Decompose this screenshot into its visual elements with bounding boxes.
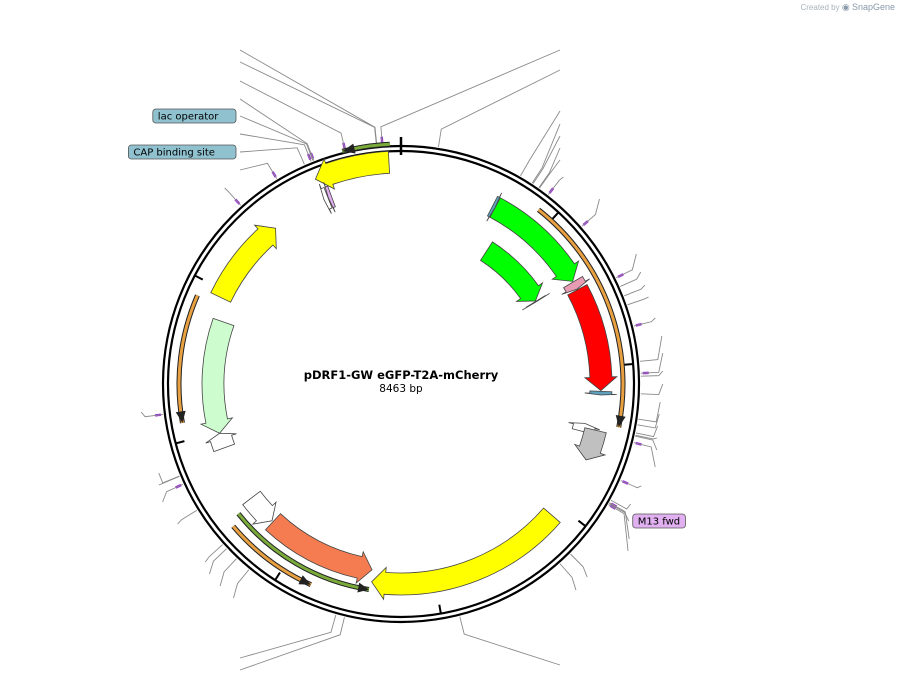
brand-product: SnapGene — [852, 2, 895, 12]
scale-tick — [195, 275, 203, 279]
label-leader-line — [178, 510, 197, 524]
scale-tick — [624, 364, 633, 365]
label-leader-line — [240, 134, 311, 161]
snapgene-icon: ◉ — [842, 2, 850, 12]
feature-arrow — [372, 508, 561, 599]
label-leader-line — [240, 615, 336, 658]
label-leader-line — [240, 148, 304, 164]
label-leader-line — [640, 336, 662, 361]
boxed-feature-label: M13 fwd — [633, 514, 686, 528]
boxed-label-text: lac operator — [158, 112, 219, 123]
label-leader-line — [438, 70, 560, 147]
label-leader-line — [205, 545, 222, 562]
feature-arrow — [575, 428, 606, 460]
map-size: 8463 bp — [379, 383, 423, 395]
feature-arrow — [206, 433, 237, 451]
label-leader-line — [460, 617, 560, 665]
label-leader-line — [628, 297, 649, 305]
label-leader-line — [582, 199, 600, 226]
label-leader-line — [240, 163, 277, 178]
label-leader-line — [621, 480, 641, 487]
label-leader-line — [548, 177, 563, 195]
label-leader-line — [240, 50, 377, 145]
feature-arrow — [243, 491, 276, 524]
label-leader-line — [616, 254, 636, 278]
label-leader-line — [220, 559, 236, 586]
scale-tick — [275, 573, 280, 581]
boxed-feature-label: CAP binding site — [128, 145, 236, 159]
strand-arc-outline — [179, 295, 197, 422]
boxed-label-text: M13 fwd — [638, 517, 680, 528]
label-leader-line — [641, 353, 663, 373]
label-leader-line — [225, 188, 241, 205]
label-leader-line — [634, 318, 655, 326]
feature-arrow — [568, 285, 617, 391]
brand-credit: Created by ◉ SnapGene — [800, 2, 895, 13]
label-leader-line — [570, 554, 587, 577]
boxed-feature-label: lac operator — [153, 109, 236, 123]
label-leader-line — [240, 62, 376, 145]
label-leader-line — [520, 111, 560, 176]
label-leader-line — [240, 81, 345, 151]
feature-arrow — [481, 242, 543, 302]
feature-arrow — [201, 318, 234, 433]
scale-tick — [578, 521, 585, 526]
scale-tick — [176, 441, 185, 443]
brand-created-by: Created by — [800, 3, 839, 12]
label-leader-line — [560, 564, 576, 590]
map-title: pDRF1-GW eGFP-T2A-mCherry — [304, 368, 499, 382]
boxed-label-text: CAP binding site — [133, 148, 215, 159]
label-leader-line — [624, 285, 645, 296]
scale-tick — [439, 605, 441, 614]
label-leader-line — [634, 443, 655, 467]
label-leader-line — [641, 384, 663, 395]
feature-arrow — [585, 391, 617, 395]
label-leader-line — [233, 570, 248, 598]
label-leader-line — [209, 549, 226, 574]
label-leader-line — [240, 116, 313, 161]
label-leader-line — [638, 402, 660, 422]
label-leader-line — [381, 50, 560, 145]
scale-tick — [552, 212, 558, 219]
